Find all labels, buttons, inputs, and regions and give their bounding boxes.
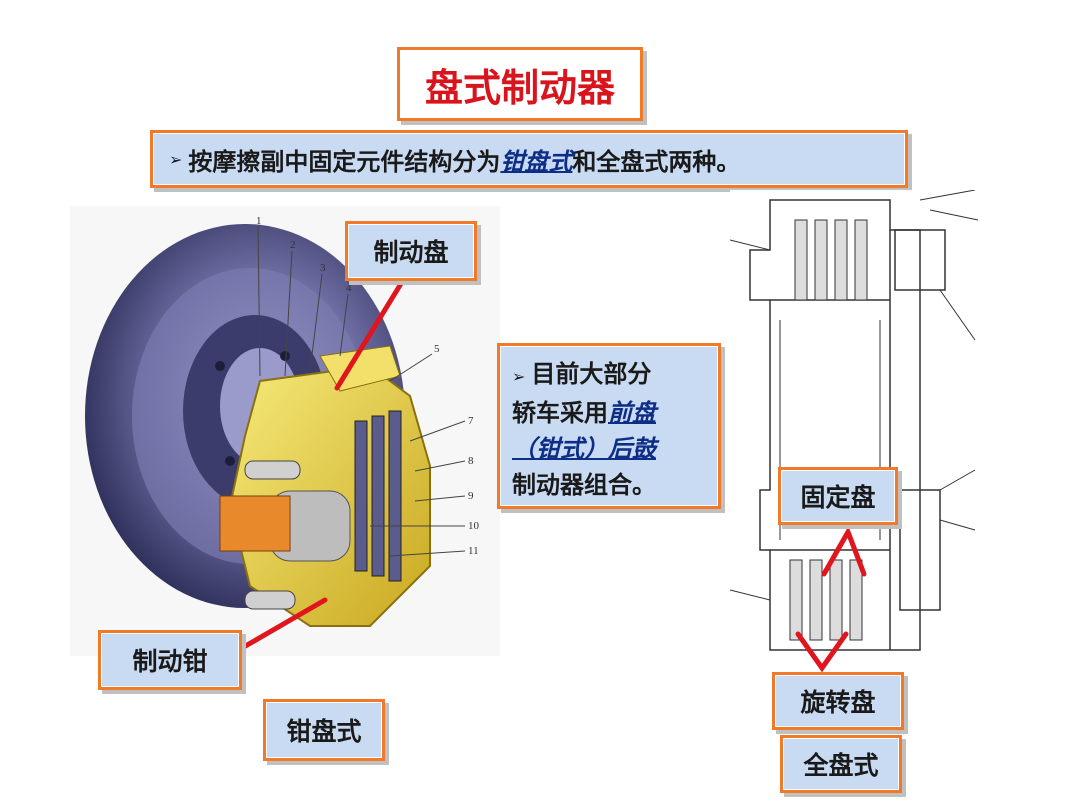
arrow-bullet-icon: ➢ <box>512 367 526 386</box>
label-brake-caliper: 制动钳 <box>98 630 242 690</box>
part-number-9: 9 <box>468 490 474 502</box>
subtitle-prefix: 按摩擦副中固定元件结构分为 <box>188 147 501 176</box>
side-note-box: ➢目前大部分 轿车采用前盘 （钳式）后鼓 制动器组合。 <box>497 343 721 509</box>
rotating-disc-pointer-line <box>795 631 849 673</box>
part-number-11: 11 <box>468 545 479 557</box>
label-fixed-disc: 固定盘 <box>778 467 898 525</box>
label-rotating-disc: 旋转盘 <box>772 672 904 730</box>
page-title: 盘式制动器 <box>424 65 615 110</box>
part-number-1: 1 <box>256 215 262 227</box>
label-full-disc-type: 全盘式 <box>780 735 902 793</box>
subtitle-emphasis: 钳盘式 <box>500 147 573 176</box>
title-box: 盘式制动器 <box>397 47 643 121</box>
part-number-3: 3 <box>320 262 326 274</box>
side-note-line-1: ➢目前大部分 <box>512 360 652 388</box>
label-caliper-type: 钳盘式 <box>263 699 385 761</box>
disc-pointer-line <box>334 279 405 391</box>
fixed-disc-pointer-line <box>821 526 867 577</box>
part-number-2: 2 <box>290 239 296 251</box>
subtitle-box: ➢ 按摩擦副中固定元件结构分为 钳盘式 和全盘式两种。 <box>150 130 908 188</box>
side-note-line-4: 制动器组合。 <box>512 471 656 499</box>
label-brake-disc: 制动盘 <box>345 221 477 281</box>
part-number-4: 4 <box>346 282 352 294</box>
part-number-10: 10 <box>468 520 480 532</box>
full-disc-brake-drawing: 2 <box>730 190 980 660</box>
side-note-line-2: 轿车采用前盘 <box>512 399 656 427</box>
side-note-line-3: （钳式）后鼓 <box>512 435 656 463</box>
part-number-5: 5 <box>434 343 440 355</box>
caliper-pointer-line <box>239 597 328 651</box>
part-number-8: 8 <box>468 455 474 467</box>
caliper-brake-illustration: 1 2 3 4 5 7 8 9 10 11 <box>70 206 500 656</box>
part-number-7: 7 <box>468 415 474 427</box>
arrow-bullet-icon: ➢ <box>169 149 183 169</box>
subtitle-suffix: 和全盘式两种。 <box>572 147 741 176</box>
